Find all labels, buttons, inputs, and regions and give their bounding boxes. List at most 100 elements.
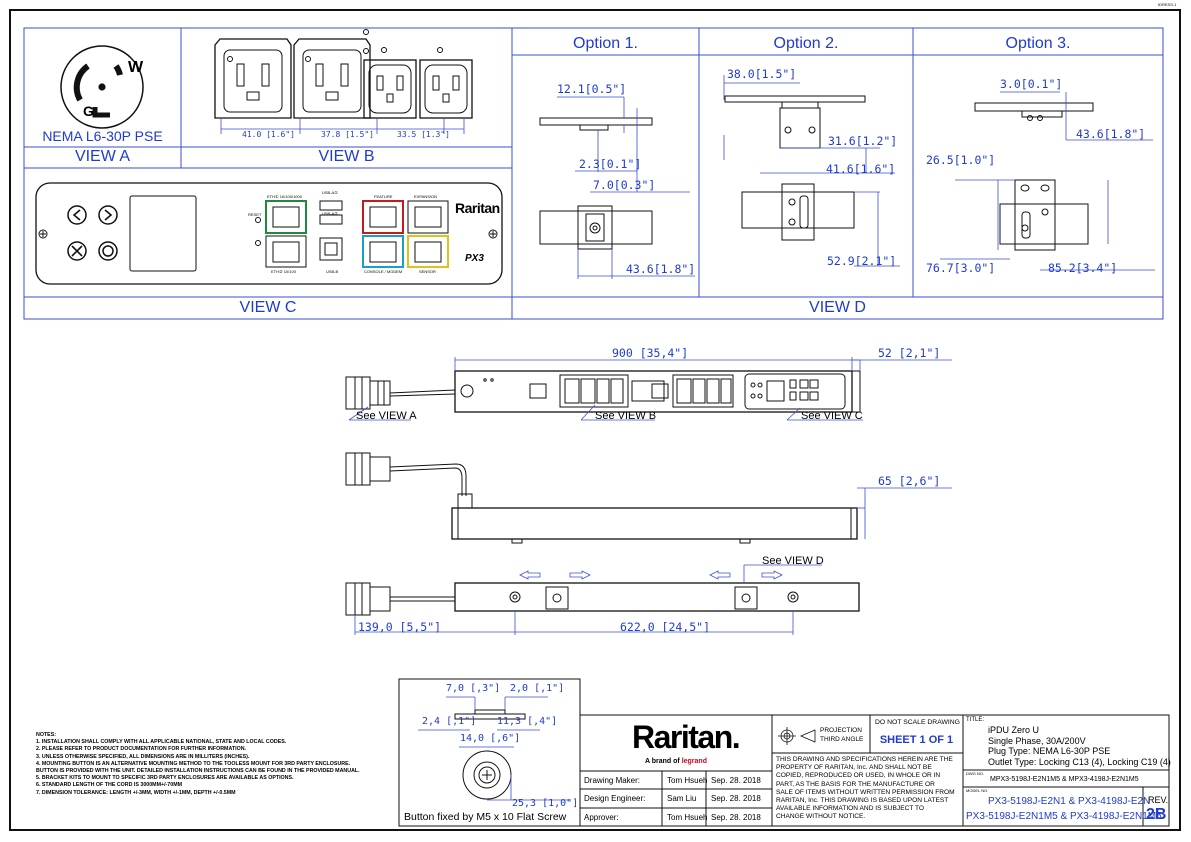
title-block-lines bbox=[579, 714, 1170, 827]
option-1-dim-3: 7.0[0.3"] bbox=[593, 178, 656, 192]
note-item: 3. UNLESS OTHERWISE SPECIFIED, ALL DIMEN… bbox=[36, 753, 250, 760]
note-item: BUTTON IS PROVIDED WITH THE UNIT. DETAIL… bbox=[36, 768, 360, 775]
port-label-eth1: ETH① 10/100/1000 bbox=[267, 194, 302, 199]
spacing-dim: 622,0 [24,5"] bbox=[620, 620, 711, 634]
option-2-dim-3: 41.6[1.6"] bbox=[826, 162, 896, 176]
button-dim-5: 14,0 [,6"] bbox=[460, 733, 521, 744]
button-caption: Button fixed by M5 x 10 Flat Screw bbox=[404, 811, 567, 823]
disclaimer-line: AVAILABLE INFORMATION AND IS SUBJECT TO bbox=[776, 805, 925, 813]
view-d-label: VIEW D bbox=[809, 299, 866, 316]
projection-symbol bbox=[778, 727, 816, 745]
option-1-dim-lines bbox=[557, 96, 695, 279]
row-role: Approver: bbox=[584, 813, 619, 822]
port-label-usb-a1: USB-A① bbox=[322, 190, 338, 195]
disclaimer-line: THIS DRAWING AND SPECIFICATIONS HEREIN A… bbox=[776, 756, 953, 763]
row-name: Tom Hsueh bbox=[667, 776, 708, 785]
plug-name: NEMA L6-30P PSE bbox=[42, 128, 163, 144]
corner-tag: IDRESS-1 bbox=[1158, 2, 1177, 7]
model-line-1: PX3-5198J-E2N1 & PX3-4198J-E2N bbox=[988, 796, 1151, 807]
option-2-dim-4: 52.9[2.1"] bbox=[827, 254, 897, 268]
see-view-d: See VIEW D bbox=[762, 555, 824, 567]
option-1-dim-1: 12.1[0.5"] bbox=[557, 82, 627, 96]
title-line: Plug Type: NEMA L6-30P PSE bbox=[988, 746, 1111, 756]
port-label-console: CONSOLE / MODEM bbox=[364, 269, 403, 274]
row-name: Sam Liu bbox=[667, 794, 697, 803]
note-item: 4. MOUNTING BUTTON IS AN ALTERNATIVE MOU… bbox=[36, 760, 351, 767]
dwg-number: MPX3-5198J-E2N1M5 & MPX3-4198J-E2N1M5 bbox=[990, 776, 1139, 783]
projection-label-2: THIRD ANGLE bbox=[820, 736, 864, 743]
note-item: 2. PLEASE REFER TO PRODUCT DOCUMENTATION… bbox=[36, 746, 247, 753]
option-3-label: Option 3. bbox=[1005, 35, 1071, 52]
option-3-dim-3: 26.5[1.0"] bbox=[926, 153, 996, 167]
option-3-dim-1: 3.0[0.1"] bbox=[1000, 77, 1063, 91]
pdu-rear-dim-lines bbox=[354, 564, 822, 635]
see-view-b: See VIEW B bbox=[595, 410, 657, 422]
disclaimer-line: PROPERTY OF RARITAN, Inc. AND SHALL NOT … bbox=[776, 764, 932, 772]
option-2-label: Option 2. bbox=[773, 35, 839, 52]
option-1-label: Option 1. bbox=[573, 35, 638, 52]
pdu-side-dim-lines bbox=[857, 487, 952, 539]
view-b-dim-2: 37.8 [1.5"] bbox=[321, 130, 374, 139]
option-2-dim-2: 31.6[1.2"] bbox=[828, 134, 898, 148]
row-role: Drawing Maker: bbox=[584, 776, 641, 785]
raritan-logo: Raritan. bbox=[632, 719, 741, 755]
pdu-front-drawing bbox=[345, 370, 861, 413]
note-item: 6. STANDARD LENGTH OF THE CORD IS 3000MM… bbox=[36, 782, 183, 789]
title-line: Single Phase, 30A/200V bbox=[988, 735, 1086, 746]
depth-dim: 52 [2,1"] bbox=[878, 346, 941, 360]
disclaimer-line: COPIED, REPRODUCED OR USED, IN WHOLE OR … bbox=[776, 772, 941, 780]
note-item: 1. INSTALLATION SHALL COMPLY WITH ALL AP… bbox=[36, 739, 287, 746]
row-role: Design Engineer: bbox=[584, 794, 646, 803]
plug-drawing bbox=[60, 45, 144, 129]
pdu-side-drawing bbox=[345, 452, 858, 544]
row-name: Tom Hsueh bbox=[667, 813, 708, 822]
view-grid bbox=[23, 27, 1164, 320]
sheet-number: SHEET 1 OF 1 bbox=[879, 734, 954, 746]
button-detail-dim-lines bbox=[418, 696, 570, 801]
plug-letter-g: G bbox=[83, 103, 94, 119]
disclaimer-block: THIS DRAWING AND SPECIFICATIONS HEREIN A… bbox=[776, 756, 955, 822]
row-date: Sep. 28. 2018 bbox=[711, 776, 761, 785]
port-label-sensor: SENSOR bbox=[419, 269, 436, 274]
see-view-c: See VIEW C bbox=[801, 410, 863, 422]
pdu-front-dim-lines bbox=[348, 357, 952, 421]
disclaimer-line: PART, AS THE BASIS FOR THE MANUFACTURE O… bbox=[776, 780, 935, 788]
button-dim-4: 11,3 [,4"] bbox=[497, 716, 558, 727]
view-b-dim-3: 33.5 [1.3"] bbox=[397, 130, 450, 139]
port-label-usb-a2: USB-A② bbox=[322, 211, 338, 216]
pdu-rear-drawing bbox=[345, 582, 860, 616]
view-b-dim-lines bbox=[220, 118, 465, 134]
row-date: Sep. 28. 2018 bbox=[711, 813, 761, 822]
drawing-frame bbox=[9, 9, 1181, 831]
port-label-reset: RESET bbox=[248, 212, 262, 217]
view-c-label: VIEW C bbox=[239, 299, 297, 316]
option-3-dim-5: 85.2[3.4"] bbox=[1048, 261, 1118, 275]
port-label-expansion: EXPANSION bbox=[414, 194, 438, 199]
port-label-eth2: ETH② 10/100 bbox=[271, 269, 296, 274]
rev-value: 2B bbox=[1146, 806, 1167, 823]
button-dim-3: 2,4 [,1"] bbox=[422, 716, 477, 727]
option-2-dim-lines bbox=[723, 75, 900, 267]
panel-model-badge: PX3 bbox=[465, 253, 484, 264]
option-1-drawing bbox=[539, 117, 653, 250]
disclaimer-line: CHANGE WITHOUT NOTICE. bbox=[776, 813, 866, 821]
width-dim: 65 [2,6"] bbox=[878, 474, 941, 488]
port-label-feature: FEATURE bbox=[374, 194, 393, 199]
plug-letter-w: W bbox=[128, 59, 144, 76]
button-dim-2: 2,0 [,1"] bbox=[510, 683, 565, 694]
panel-brand-logo: Raritan bbox=[455, 200, 500, 216]
title-tag: TITLE: bbox=[966, 717, 985, 723]
notes-block: NOTES: 1. INSTALLATION SHALL COMPLY WITH… bbox=[36, 732, 366, 797]
notes-title: NOTES: bbox=[36, 732, 57, 738]
view-b-dim-1: 41.0 [1.6"] bbox=[242, 130, 295, 139]
legrand-logo-text: legrand bbox=[681, 758, 707, 765]
button-dim-6: 25,3 [1,0"] bbox=[512, 798, 579, 809]
model-tag: MODEL NO. bbox=[966, 788, 989, 793]
rev-label: REV. bbox=[1148, 795, 1169, 805]
dwg-tag: DWG NO. bbox=[966, 771, 984, 776]
length-dim: 900 [35,4"] bbox=[612, 346, 689, 360]
button-dim-1: 7,0 [,3"] bbox=[446, 683, 501, 694]
port-label-usb-b: USB-B bbox=[326, 269, 339, 274]
model-line-2: PX3-5198J-E2N1M5 & PX3-4198J-E2N1M5 bbox=[966, 811, 1162, 822]
